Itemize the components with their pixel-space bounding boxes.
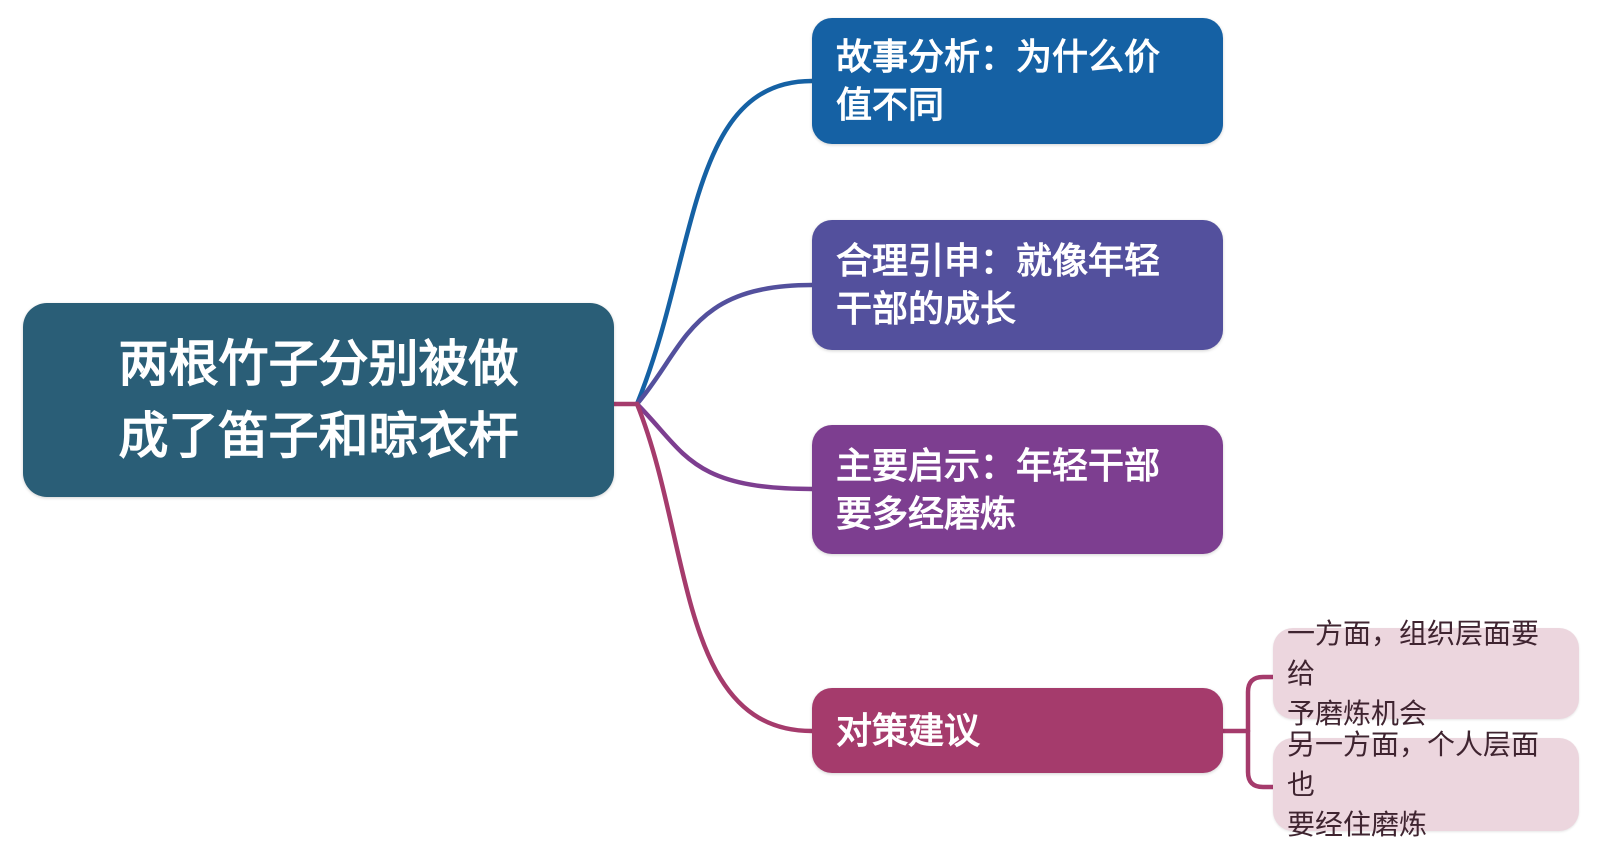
connector-root-to-insight [634, 401, 815, 492]
connector-suggestion-to-leaves-bracket [1245, 674, 1280, 790]
branch-node-suggestions[interactable]: 对策建议 [812, 688, 1223, 773]
branch-node-main-insight-label: 主要启示：年轻干部 要多经磨炼 [836, 444, 1161, 534]
branch-node-story-analysis-label: 故事分析：为什么价 值不同 [836, 36, 1161, 125]
root-node[interactable]: 两根竹子分别被做 成了笛子和晾衣杆 [23, 303, 614, 497]
branch-node-main-insight[interactable]: 主要启示：年轻干部 要多经磨炼 [812, 425, 1223, 554]
root-node-label: 两根竹子分别被做 成了笛子和晾衣杆 [118, 336, 519, 464]
connector-root-to-extension [634, 282, 815, 407]
leaf-node-personal-level-label: 另一方面，个人层面也 要经住磨炼 [1287, 728, 1540, 840]
leaf-node-organization-level-label: 一方面，组织层面要给 予磨炼机会 [1287, 617, 1540, 729]
branch-node-suggestions-label: 对策建议 [836, 709, 981, 751]
leaf-node-personal-level[interactable]: 另一方面，个人层面也 要经住磨炼 [1273, 729, 1579, 840]
branch-node-story-analysis[interactable]: 故事分析：为什么价 值不同 [812, 18, 1223, 144]
connector-root-to-suggestion [611, 401, 815, 734]
branch-node-reasonable-extension-label: 合理引申：就像年轻 干部的成长 [836, 240, 1161, 329]
branch-node-reasonable-extension[interactable]: 合理引申：就像年轻 干部的成长 [812, 220, 1223, 350]
connector-root-to-story [634, 78, 815, 407]
leaf-node-organization-level[interactable]: 一方面，组织层面要给 予磨炼机会 [1273, 618, 1579, 729]
